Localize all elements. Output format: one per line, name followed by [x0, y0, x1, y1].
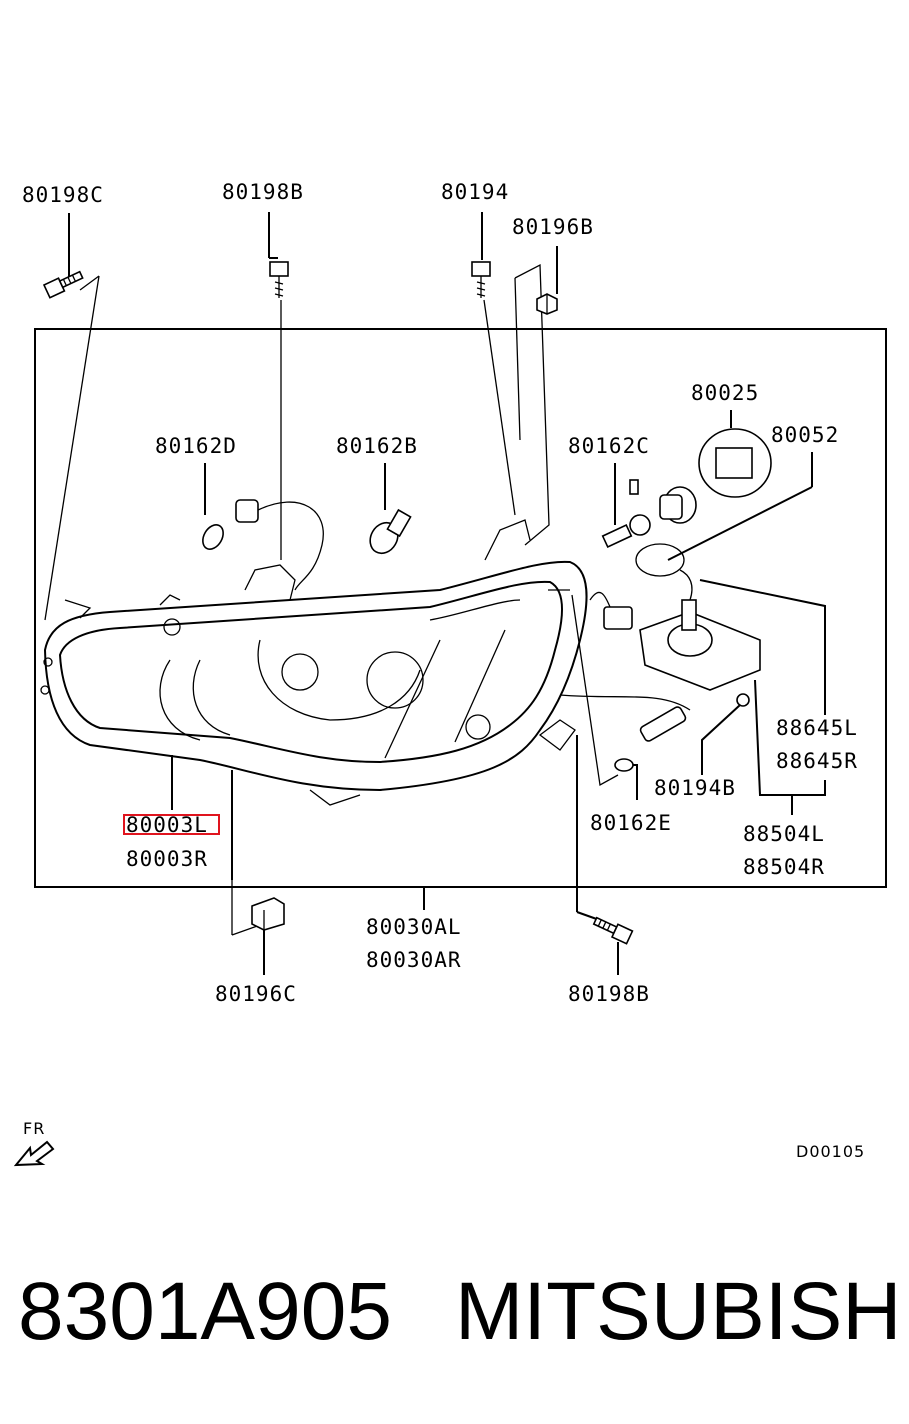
clip-nut-icon	[251, 897, 285, 931]
bulb-icon	[202, 499, 324, 591]
callout-88645R: 88645R	[776, 749, 858, 773]
screw-icon	[471, 261, 491, 298]
bolt-icon	[592, 916, 634, 945]
callout-88504R: 88504R	[743, 855, 825, 879]
callout-80162C: 80162C	[568, 434, 650, 458]
bolt-icon	[42, 270, 84, 299]
callout-80030AL: 80030AL	[366, 915, 462, 939]
highlight-box	[123, 814, 220, 835]
assembly-frame	[34, 328, 887, 888]
bulb-socket-icon	[635, 486, 697, 577]
callout-80196B: 80196B	[512, 215, 594, 239]
callout-80162B: 80162B	[336, 434, 418, 458]
callout-80052: 80052	[771, 423, 839, 447]
bulb-icon	[369, 508, 412, 555]
front-arrow-icon	[13, 1140, 55, 1167]
dash-lines	[44, 263, 619, 936]
part-number: 8301A905	[18, 1266, 392, 1357]
callout-80030AR: 80030AR	[366, 948, 462, 972]
callout-80162D: 80162D	[155, 434, 237, 458]
callout-80196C: 80196C	[215, 982, 297, 1006]
bulb-icon	[601, 479, 651, 548]
callout-80194-top: 80194	[441, 180, 509, 204]
screw-icon	[269, 261, 289, 298]
clip-nut-icon	[536, 293, 558, 315]
connector-icon	[589, 591, 633, 630]
callout-80003L: 80003L	[126, 813, 208, 837]
callout-88645L: 88645L	[776, 716, 858, 740]
callout-80198C: 80198C	[22, 183, 104, 207]
direction-label: FR	[23, 1119, 45, 1138]
washer-icon	[614, 758, 634, 772]
leader-lines	[68, 212, 826, 975]
ballast-unit-icon	[639, 569, 761, 707]
headlamp-assembly	[40, 519, 588, 806]
callout-80198B-top: 80198B	[222, 180, 304, 204]
diagram-code: D00105	[796, 1142, 865, 1161]
callout-80003R: 80003R	[126, 847, 208, 871]
ring-cap-icon	[698, 428, 772, 498]
brand-name: MITSUBISHI	[455, 1266, 909, 1357]
callout-80162E: 80162E	[590, 811, 672, 835]
callout-88504L: 88504L	[743, 822, 825, 846]
callout-80198B-bottom: 80198B	[568, 982, 650, 1006]
bulb-icon	[559, 694, 691, 742]
callout-80194B: 80194B	[654, 776, 736, 800]
callout-80025: 80025	[691, 381, 759, 405]
